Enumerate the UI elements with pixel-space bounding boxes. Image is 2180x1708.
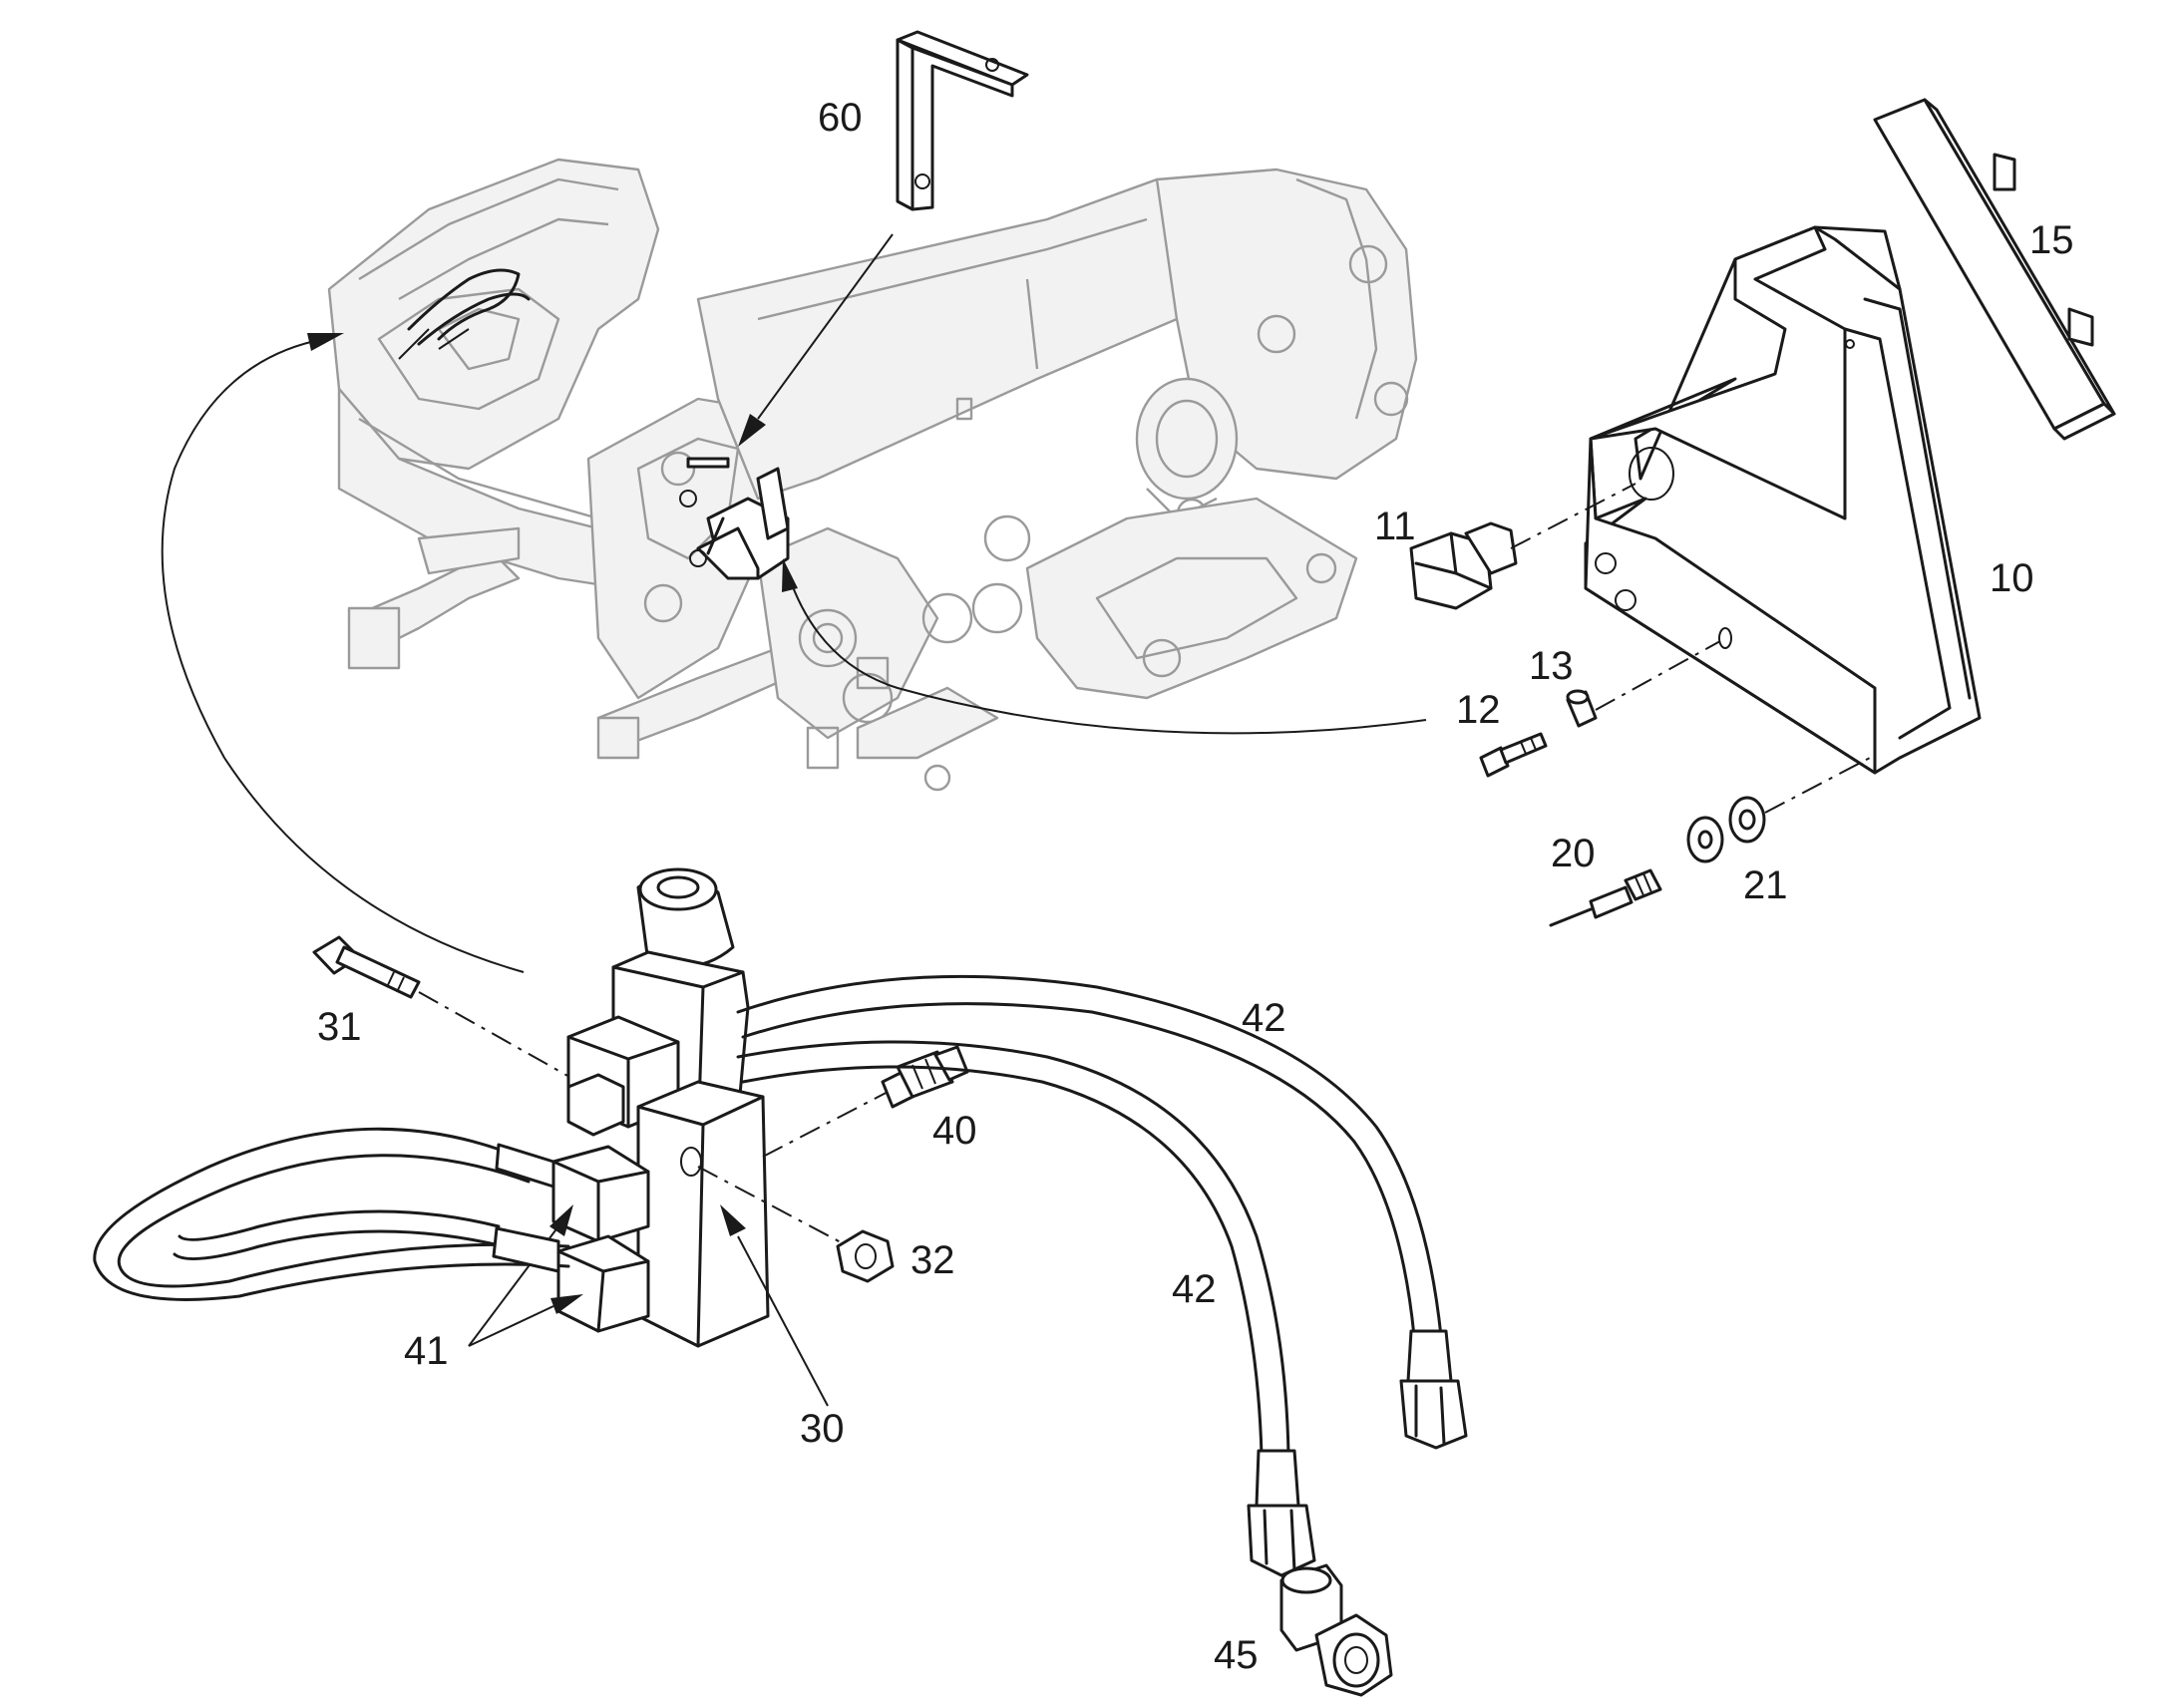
nut-32 <box>836 1229 895 1283</box>
bolt-31 <box>312 935 579 1083</box>
callout-42-lower: 42 <box>1172 1267 1217 1311</box>
plate-15 <box>1873 98 2116 441</box>
callout-10: 10 <box>1990 556 2034 600</box>
valve-block-30 <box>566 867 899 1407</box>
callout-40: 40 <box>932 1109 977 1153</box>
sleeve-13 <box>1566 640 1721 728</box>
bolt-12 <box>1479 732 1548 778</box>
plug-11 <box>1409 483 1636 610</box>
callout-labels: 60 15 11 10 13 12 20 21 31 42 40 32 42 4… <box>317 96 2074 1677</box>
sensor-pin-20 <box>1549 868 1662 927</box>
assembly-leaders <box>161 333 1427 973</box>
hose-42 <box>93 974 1468 1577</box>
callout-30: 30 <box>800 1407 845 1451</box>
mounting-bracket-10 <box>1584 225 1982 775</box>
callout-20: 20 <box>1551 832 1596 875</box>
elbow-fitting-45 <box>1279 1563 1393 1697</box>
callout-12: 12 <box>1456 688 1501 732</box>
callout-32: 32 <box>910 1238 955 1282</box>
machine-frame-assembly <box>327 158 1418 792</box>
callout-42-upper: 42 <box>1242 996 1286 1040</box>
callout-11: 11 <box>1374 505 1416 548</box>
nipple-fitting-40 <box>881 1045 969 1109</box>
callout-41: 41 <box>404 1329 449 1373</box>
callout-15: 15 <box>2029 218 2074 262</box>
callout-13: 13 <box>1529 644 1574 688</box>
fitting-41 <box>468 1145 650 1347</box>
callout-45: 45 <box>1214 1633 1259 1677</box>
callout-31: 31 <box>317 1005 362 1049</box>
callout-21: 21 <box>1743 863 1788 907</box>
washer-21 <box>1686 757 1871 863</box>
angle-bracket-60 <box>738 30 1029 447</box>
callout-60: 60 <box>818 96 863 140</box>
